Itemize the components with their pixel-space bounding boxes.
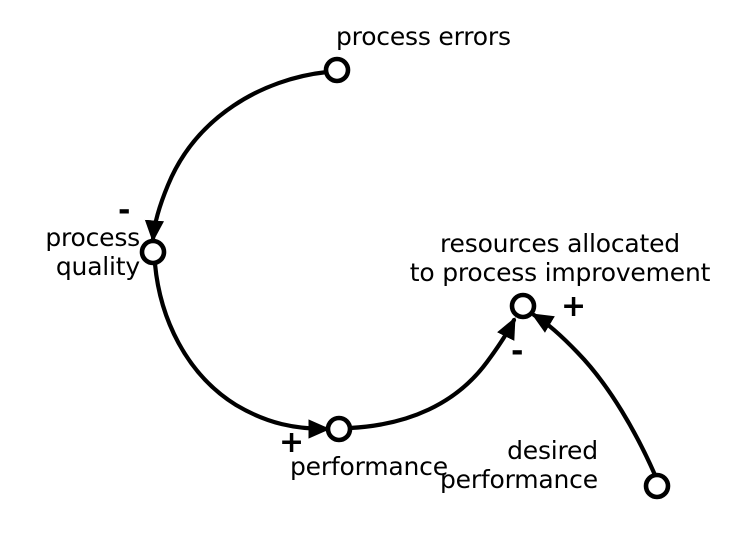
link-quality-to-performance [152, 261, 331, 439]
node-label-process-errors: process errors [336, 22, 511, 51]
node-label-line: performance [440, 465, 598, 494]
node-circle-desired-performance[interactable] [643, 472, 671, 500]
node-circle-performance[interactable] [325, 415, 353, 443]
node-label-line: resources allocated [440, 229, 680, 258]
polarity-sign-quality-to-performance: + [279, 425, 305, 460]
node-label-line: process errors [336, 22, 511, 51]
node-label-line: quality [55, 252, 140, 281]
node-circle-process-errors[interactable] [323, 56, 351, 84]
polarity-sign-performance-to-resources: - [511, 334, 524, 369]
node-label-line: to process improvement [409, 258, 711, 287]
node-label-desired-performance: desired performance [440, 436, 598, 494]
polarity-sign-desired-to-resources: + [561, 289, 587, 324]
node-label-line: process [45, 223, 140, 252]
link-performance-to-resources [347, 317, 517, 431]
link-errors-to-quality [144, 69, 330, 243]
node-circle-resources-allocated[interactable] [509, 292, 537, 320]
node-label-process-quality: process quality [20, 223, 140, 281]
node-label-resources-allocated: resources allocated to process improveme… [400, 229, 720, 287]
node-label-line: desired [507, 436, 598, 465]
polarity-sign-errors-to-quality: - [118, 193, 131, 228]
link-desired-to-resources [531, 312, 658, 478]
node-label-performance: performance [290, 452, 448, 481]
node-label-line: performance [290, 452, 448, 481]
node-circle-process-quality[interactable] [139, 238, 167, 266]
